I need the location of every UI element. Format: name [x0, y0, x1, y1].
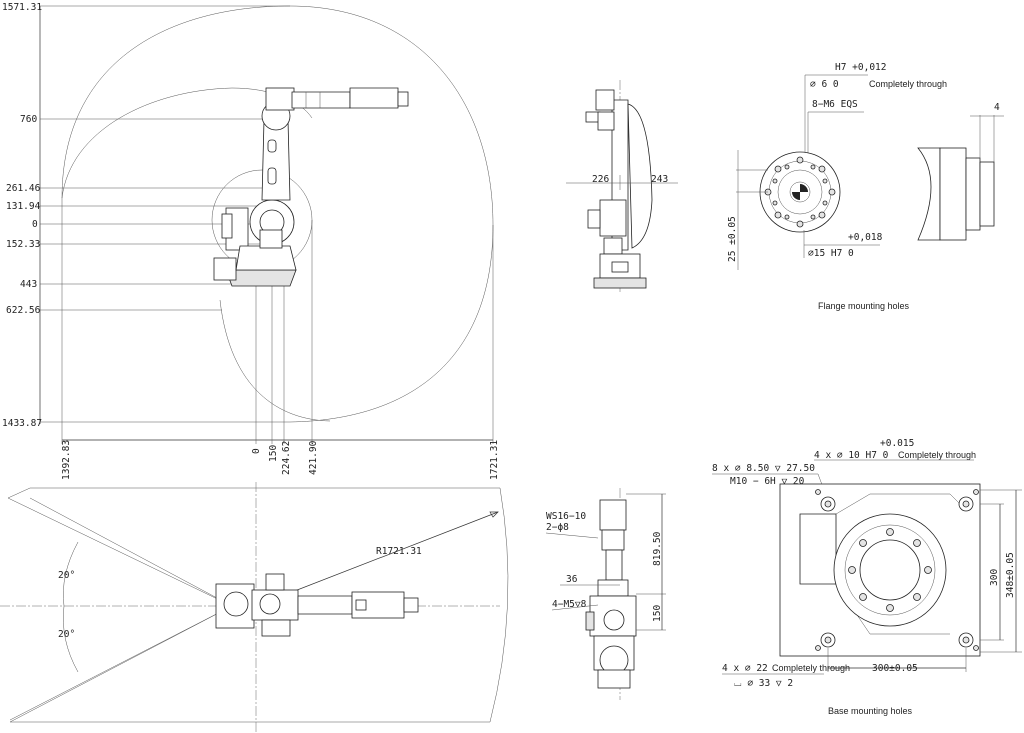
dim-1392: 1392.83 — [61, 440, 72, 480]
wrist-dim-36: 36 — [566, 574, 578, 585]
arm-front-view: 226 243 — [566, 80, 678, 292]
base-hole-note: 4 x ∅ 10 H7 0 — [814, 450, 889, 461]
outer-reach-envelope — [61, 5, 494, 423]
base-dim-348: 348±0.05 — [1005, 552, 1016, 598]
wrist-dim-150: 150 — [652, 605, 663, 622]
flange-tol-top-lower: ∅ 6 0 — [810, 79, 839, 90]
wrist-ws-holes: 2−ϕ8 — [546, 522, 569, 533]
dim-443: 443 — [20, 279, 37, 290]
arm-dim-243: 243 — [651, 174, 668, 185]
dim-131: 131.94 — [6, 201, 41, 212]
base-thread-note: M10 − 6H ▽ 20 — [730, 476, 805, 487]
robot-top-silhouette — [215, 573, 419, 637]
angle-arc-lower — [63, 605, 79, 673]
radius-label: R1721.31 — [376, 546, 422, 557]
wrist-dim-819: 819.50 — [652, 531, 663, 566]
arm-dim-226: 226 — [592, 174, 609, 185]
flange-vertical-dim: 25 ±0.05 — [727, 216, 738, 262]
wrist-view: WS16−10 2−ϕ8 36 4−M5▽8 819.50 150 — [545, 488, 666, 700]
base-corner-holes — [815, 489, 979, 651]
base-cbore-note: 8 x ∅ 8.50 ▽ 27.50 — [712, 463, 815, 474]
base-dim-300: 300 — [989, 569, 1000, 586]
side-view: 1571.31 760 261.46 131.94 0 152.33 443 6… — [2, 2, 500, 480]
dim-0-h: 0 — [251, 448, 262, 454]
angle-arc-upper — [63, 541, 79, 607]
flange-tol-top-upper: H7 +0,012 — [835, 62, 886, 73]
base-bottom-hole-note: 4 x ∅ 22 — [722, 663, 768, 674]
base-dim-300-h: 300±0.05 — [872, 663, 918, 674]
base-through-note-top: Completely through — [898, 450, 976, 460]
base-counterbore-note: ⌴ ∅ 33 ▽ 2 — [734, 678, 793, 689]
flange-holes — [764, 156, 836, 228]
base-ring-holes — [848, 528, 932, 612]
flange-tol-bottom-upper: +0,018 — [848, 232, 883, 243]
dim-1571: 1571.31 — [2, 2, 42, 13]
base-caption: Base mounting holes — [828, 706, 913, 716]
dim-760: 760 — [20, 114, 37, 125]
dim-0-v: 0 — [32, 219, 38, 230]
dim-224: 224.62 — [281, 441, 292, 475]
flange-depth-dim: 4 — [994, 102, 1000, 113]
flange-caption: Flange mounting holes — [818, 301, 910, 311]
dim-1721: 1721.31 — [489, 440, 500, 480]
dim-622: 622.56 — [6, 305, 41, 316]
top-workspace-boundary — [7, 487, 509, 723]
wrist-m5-label: 4−M5▽8 — [552, 599, 587, 610]
base-detail: +0.015 4 x ∅ 10 H7 0 Completely through … — [712, 438, 1022, 716]
dim-261: 261.46 — [6, 183, 41, 194]
dim-150-h: 150 — [268, 445, 279, 462]
angle-upper-label: 20° — [58, 570, 75, 581]
base-through-note-bottom: Completely through — [772, 663, 850, 673]
wrist-ws-label: WS16−10 — [546, 511, 586, 522]
flange-thread-note: 8−M6 EQS — [812, 99, 858, 110]
flange-through-note: Completely through — [869, 79, 947, 89]
dim-421: 421.90 — [308, 440, 319, 475]
angle-lower-label: 20° — [58, 629, 75, 640]
flange-detail: H7 +0,012 ∅ 6 0 Completely through 8−M6 … — [727, 62, 1004, 311]
base-tol-upper: +0.015 — [880, 438, 914, 449]
dim-152: 152.33 — [6, 239, 40, 250]
flange-tol-bottom-lower: ∅15 H7 0 — [808, 248, 854, 259]
top-view: R1721.31 20° 20° — [0, 482, 509, 733]
robot-side-silhouette — [213, 87, 409, 287]
dim-1433: 1433.87 — [2, 418, 42, 429]
lower-reach-envelope — [219, 299, 331, 422]
